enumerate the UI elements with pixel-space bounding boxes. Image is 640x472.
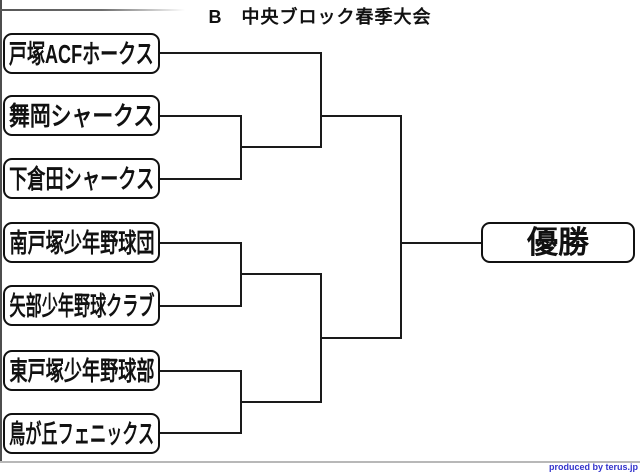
champion-label: 優勝 — [527, 225, 589, 260]
team-name-4: 南戸塚少年野球団 — [9, 227, 155, 258]
connector-semi1-winner — [320, 115, 402, 117]
team-box-5: 矢部少年野球クラブ — [3, 285, 160, 326]
page-border-left — [0, 0, 2, 462]
team-name-2: 舞岡シャークス — [8, 100, 155, 131]
connector-match1-winner — [240, 146, 320, 148]
team-name-5: 矢部少年野球クラブ — [8, 290, 155, 321]
connector-match2-winner — [240, 273, 320, 275]
page-border-top-partial — [0, 9, 185, 11]
connector-team1-out — [160, 52, 322, 54]
connector-semi2-winner — [320, 337, 402, 339]
connector-final-winner — [400, 242, 481, 244]
connector-team7-out — [160, 432, 242, 434]
tournament-title: B 中央ブロック春季大会 — [208, 7, 432, 27]
connector-team3-out — [160, 178, 242, 180]
page-border-bottom — [0, 461, 640, 463]
team-name-1: 戸塚ACFホークス — [9, 38, 154, 69]
team-name-3: 下倉田シャークス — [8, 163, 155, 194]
team-box-7: 鳥が丘フェニックス — [3, 413, 160, 454]
connector-team2-out — [160, 115, 240, 117]
connector-team5-out — [160, 305, 242, 307]
connector-team6-out — [160, 370, 240, 372]
team-box-3: 下倉田シャークス — [3, 158, 160, 199]
team-name-6: 東戸塚少年野球部 — [9, 355, 155, 386]
champion-box: 優勝 — [481, 222, 635, 263]
connector-semi1-vert — [320, 52, 322, 148]
team-name-7: 鳥が丘フェニックス — [8, 418, 155, 449]
team-box-2: 舞岡シャークス — [3, 95, 160, 136]
team-box-4: 南戸塚少年野球団 — [3, 222, 160, 263]
connector-match3-winner — [240, 401, 320, 403]
team-box-1: 戸塚ACFホークス — [3, 33, 160, 74]
team-box-6: 東戸塚少年野球部 — [3, 350, 160, 391]
connector-final-vert — [400, 115, 402, 339]
connector-team4-out — [160, 242, 240, 244]
credit-text: produced by terus.jp — [548, 462, 638, 472]
